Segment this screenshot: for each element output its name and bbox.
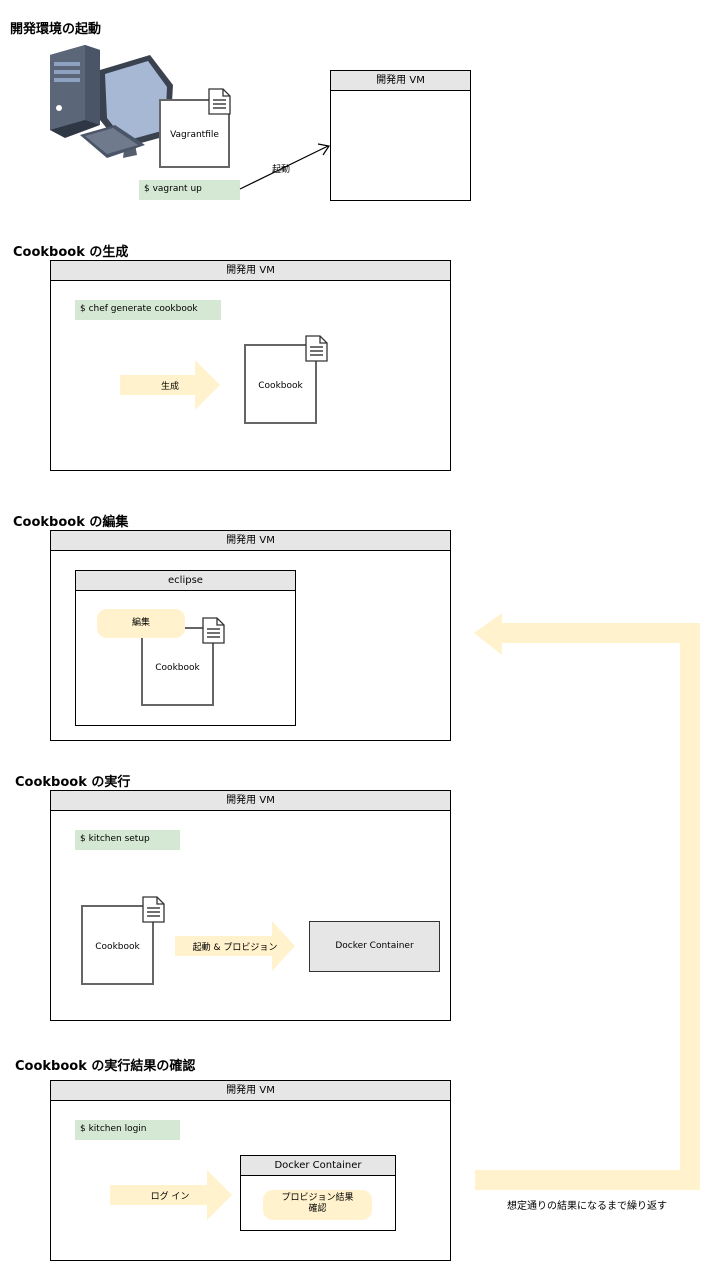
- document-icon: [202, 617, 225, 644]
- computer-icon: [50, 45, 173, 158]
- launch-arrow: [239, 143, 331, 190]
- vm-title: 開発用 VM: [51, 791, 450, 811]
- vm-title: 開発用 VM: [51, 531, 450, 551]
- section-heading-run: Cookbook の実行: [15, 775, 131, 790]
- vm-title: 開発用 VM: [331, 71, 470, 91]
- command-chef-generate: $ chef generate cookbook: [75, 300, 221, 320]
- vm-title: 開発用 VM: [51, 261, 450, 281]
- eclipse-title: eclipse: [76, 571, 295, 591]
- vm-box-generate: 開発用 VM: [50, 260, 451, 471]
- command-kitchen-login: $ kitchen login: [75, 1120, 180, 1140]
- launch-label: 起動: [271, 165, 290, 175]
- cookbook-document: Cookbook: [81, 905, 154, 985]
- cookbook-label: Cookbook: [95, 942, 140, 952]
- vagrantfile-label: Vagrantfile: [170, 130, 219, 140]
- verify-result-label: プロビジョン結果 確認: [263, 1190, 372, 1220]
- verify-result-line1: プロビジョン結果: [281, 1193, 354, 1203]
- provision-label: 起動 & プロビジョン: [192, 943, 278, 953]
- generate-label: 生成: [160, 382, 179, 392]
- verify-result-line2: 確認: [308, 1204, 327, 1214]
- section-heading-generate: Cookbook の生成: [13, 245, 129, 260]
- login-arrow: [110, 1170, 232, 1220]
- section-heading-start: 開発環境の起動: [10, 22, 102, 37]
- document-icon: [208, 88, 231, 115]
- command-vagrant-up: $ vagrant up: [139, 180, 240, 200]
- login-label: ログ イン: [150, 1192, 190, 1202]
- section-heading-verify: Cookbook の実行結果の確認: [15, 1059, 196, 1074]
- docker-container-title: Docker Container: [241, 1156, 395, 1176]
- cookbook-label: Cookbook: [155, 663, 200, 673]
- generate-arrow: [120, 360, 220, 410]
- vm-box-start: 開発用 VM: [330, 70, 471, 201]
- provision-arrow: [175, 921, 295, 971]
- section-heading-edit: Cookbook の編集: [13, 515, 129, 530]
- cookbook-document: Cookbook: [244, 344, 317, 424]
- loop-back-arrow: [474, 613, 700, 1190]
- docker-container-box: Docker Container: [309, 921, 440, 972]
- docker-container-label: Docker Container: [335, 941, 414, 951]
- document-icon: [142, 896, 165, 923]
- command-kitchen-setup: $ kitchen setup: [75, 830, 180, 850]
- document-icon: [305, 335, 328, 362]
- edit-action: 編集: [97, 609, 185, 638]
- vm-title: 開発用 VM: [51, 1081, 450, 1101]
- cookbook-label: Cookbook: [258, 381, 303, 391]
- loop-label: 想定通りの結果になるまで繰り返す: [507, 1201, 667, 1212]
